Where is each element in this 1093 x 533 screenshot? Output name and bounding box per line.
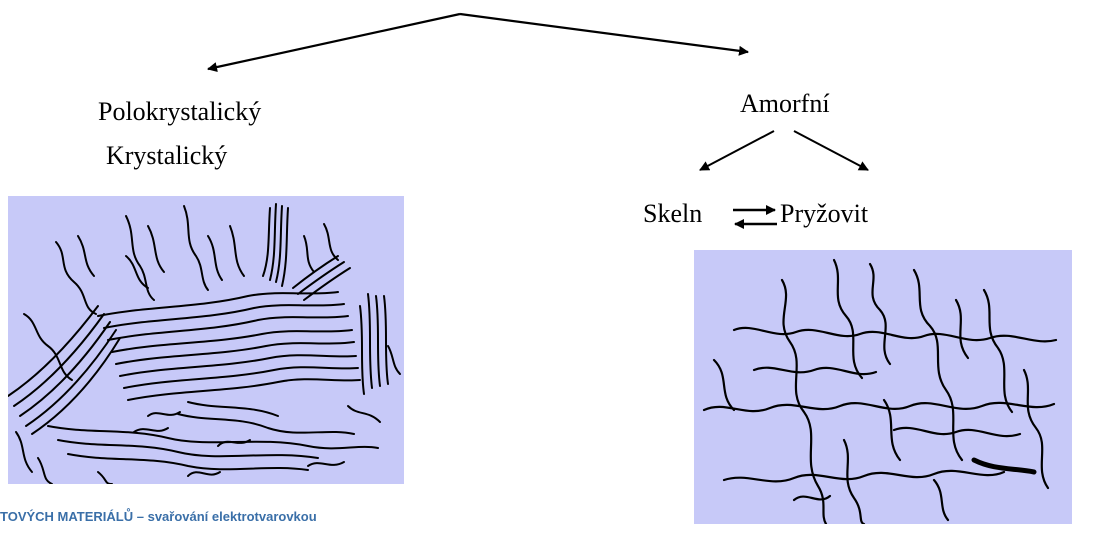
amorphous-polymer-chains-icon <box>694 250 1072 524</box>
footer-caption: TOVÝCH MATERIÁLŮ – svařování elektrotvar… <box>0 509 317 524</box>
glassy-label: Skeln <box>643 199 702 229</box>
arrow-to-rubbery <box>794 131 868 170</box>
arrow-to-glassy <box>700 131 774 170</box>
crystalline-structure-image <box>8 196 404 484</box>
arrow-to-amorphous <box>460 14 748 52</box>
arrow-to-semicrystalline <box>208 14 460 69</box>
rubbery-label: Pryžovit <box>780 199 868 229</box>
crystalline-polymer-chains-icon <box>8 196 404 484</box>
amorphous-label: Amorfní <box>740 89 830 119</box>
amorphous-structure-image <box>694 250 1072 524</box>
crystalline-label: Krystalický <box>106 141 227 171</box>
semicrystalline-label: Polokrystalický <box>98 97 261 127</box>
